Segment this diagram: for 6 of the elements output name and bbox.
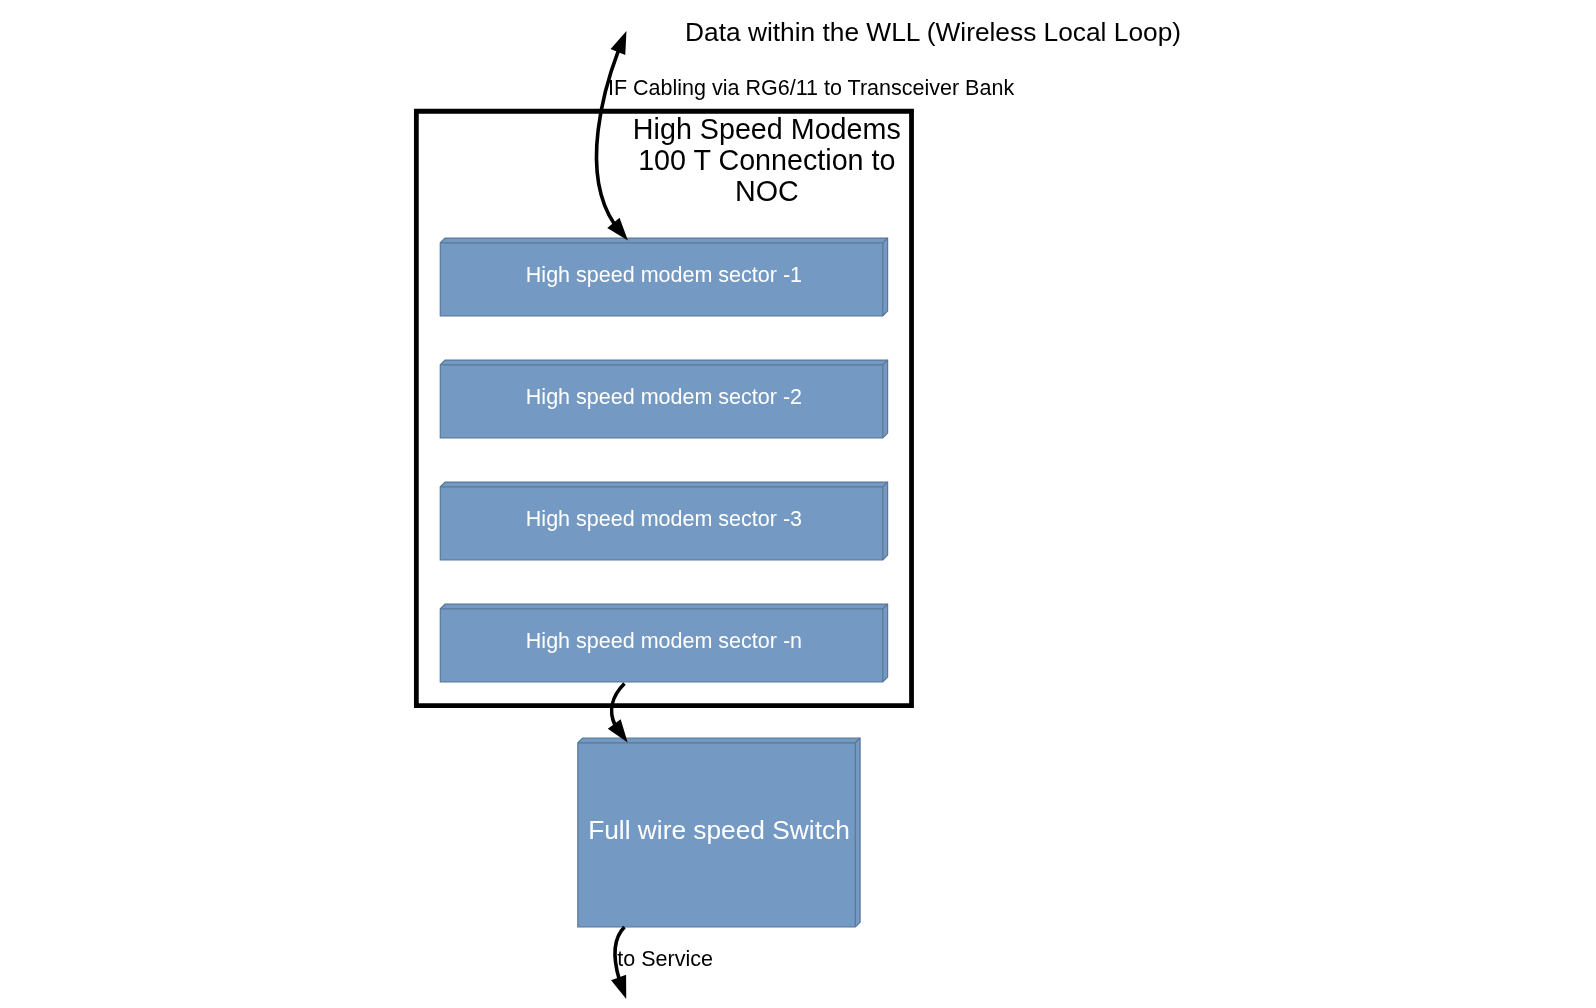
arrow	[607, 682, 628, 743]
edge-label: to Service	[616, 946, 713, 971]
edge-label: IF Cabling via RG6/11 to Transceiver Bank	[607, 75, 1014, 100]
arrow	[594, 30, 628, 241]
label: Data within the WLL (Wireless Local Loop)	[684, 17, 1181, 48]
arrow	[610, 925, 626, 999]
